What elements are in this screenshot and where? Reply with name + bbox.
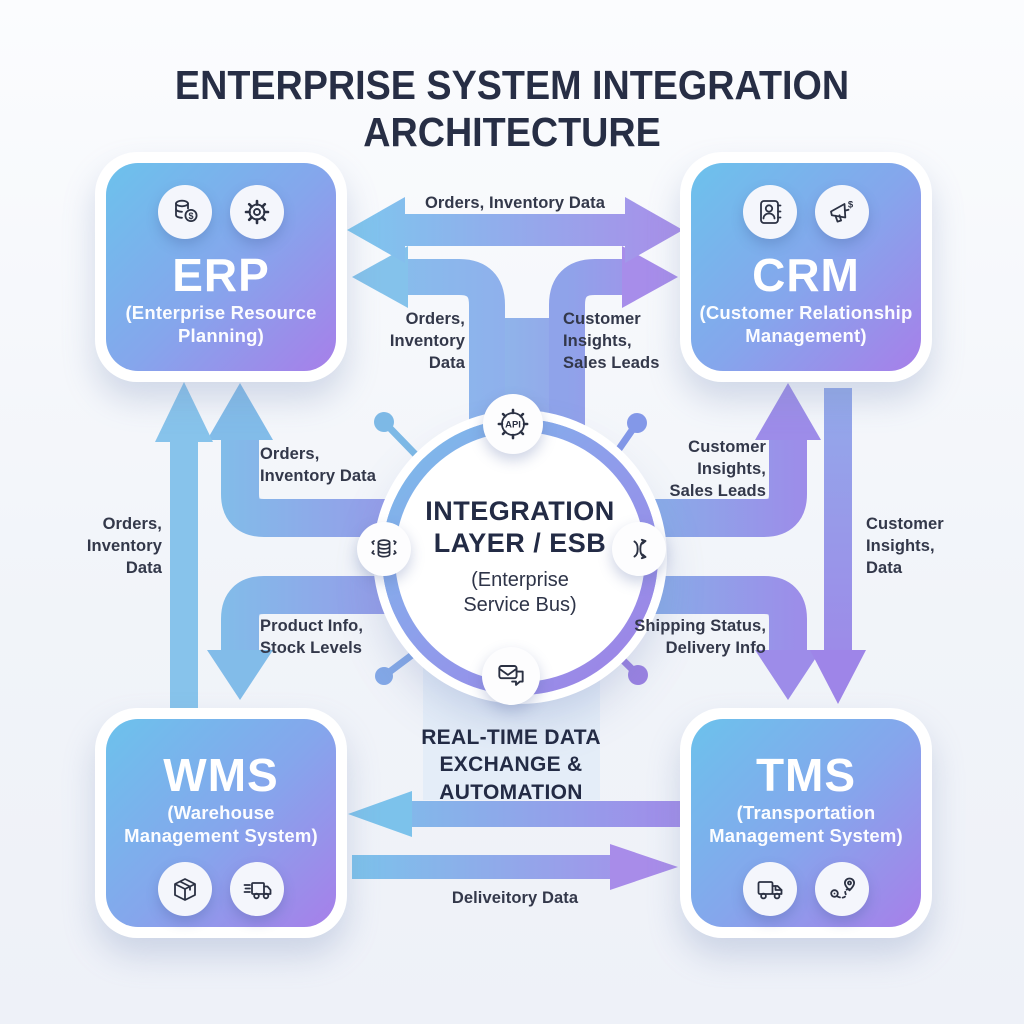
flow-label-top: Orders, Inventory Data xyxy=(424,194,606,212)
erp-abbr: ERP xyxy=(172,249,270,301)
tms-box-inner: TMS (Transportation Management System) xyxy=(691,719,921,927)
mail-chat-icon xyxy=(482,647,540,705)
arrow-erp-crm xyxy=(347,197,683,263)
flow-label-bottom: Deliveitory Data xyxy=(451,889,579,907)
realtime-banner: REAL-TIME DATA EXCHANGE & AUTOMATION xyxy=(421,726,601,804)
truck-icon xyxy=(743,862,797,917)
crm-abbr: CRM xyxy=(752,249,860,301)
flow-label-mid-right-lower: Shipping Status, Delivery Info xyxy=(634,617,766,657)
page-title: ENTERPRISE SYSTEM INTEGRATION ARCHITECTU… xyxy=(174,62,850,155)
flow-label-top-right: Customer Insights, Sales Leads xyxy=(563,310,660,372)
database-sync-icon xyxy=(357,522,411,576)
arrow-hub-to-crm xyxy=(549,246,678,450)
integration-hub: INTEGRATION LAYER / ESB (Enterprise Serv… xyxy=(382,419,658,695)
api-label: API xyxy=(505,420,521,431)
arrow-hub-left-down xyxy=(207,576,435,700)
erp-box: $ ERP (Enterprise Resource Planning) xyxy=(95,152,347,382)
flow-label-mid-right-upper: Customer Insights, Sales Leads xyxy=(669,438,766,500)
route-pins-icon xyxy=(815,862,869,917)
arrow-hub-right-down xyxy=(605,576,821,700)
arrow-tms-to-wms xyxy=(348,791,690,837)
package-icon xyxy=(158,862,212,917)
dollar-glyph: $ xyxy=(848,200,854,211)
arrow-hub-left-up xyxy=(207,383,435,537)
crm-icon-row: $ xyxy=(743,185,869,239)
megaphone-dollar-icon: $ xyxy=(815,185,869,239)
flow-label-mid-left-upper: Orders, Inventory Data xyxy=(260,445,377,485)
wms-box-inner: WMS (Warehouse Management System) xyxy=(106,719,336,927)
delivery-truck-icon xyxy=(230,862,284,917)
crm-fullname: (Customer Relationship Management) xyxy=(699,302,913,346)
hub-title: INTEGRATION LAYER / ESB xyxy=(425,496,615,558)
arrow-wms-to-tms xyxy=(352,844,678,890)
wms-fullname: (Warehouse Management System) xyxy=(124,802,318,846)
arrow-crm-to-tms xyxy=(810,388,866,704)
arrow-hub-to-erp xyxy=(352,246,505,450)
wms-icon-row xyxy=(158,862,284,917)
erp-box-inner: $ ERP (Enterprise Resource Planning) xyxy=(106,163,336,371)
flow-label-far-left: Orders, Inventory Data xyxy=(86,515,162,577)
wms-box: WMS (Warehouse Management System) xyxy=(95,708,347,938)
shuffle-arrows-icon xyxy=(612,522,666,576)
hub-subtitle: (Enterprise Service Bus) xyxy=(463,568,577,616)
erp-fullname: (Enterprise Resource Planning) xyxy=(125,302,317,346)
coins-dollar-icon: $ xyxy=(158,185,212,239)
erp-icon-row: $ xyxy=(158,185,284,239)
crm-box: $ CRM (Customer Relationship Management) xyxy=(680,152,932,382)
gear-icon xyxy=(230,185,284,239)
crm-box-inner: $ CRM (Customer Relationship Management) xyxy=(691,163,921,371)
tms-fullname: (Transportation Management System) xyxy=(709,802,903,846)
flow-label-far-right: Customer Insights, Data xyxy=(866,515,944,577)
flow-label-mid-left-lower: Product Info, Stock Levels xyxy=(260,617,364,657)
wms-abbr: WMS xyxy=(163,749,279,801)
api-gear-icon: API xyxy=(483,394,543,454)
tms-abbr: TMS xyxy=(755,749,857,801)
tms-box: TMS (Transportation Management System) xyxy=(680,708,932,938)
contact-book-icon xyxy=(743,185,797,239)
dollar-glyph: $ xyxy=(188,211,193,221)
arrow-wms-to-erp xyxy=(155,382,213,712)
flow-label-top-left: Orders, Inventory Data xyxy=(389,310,465,372)
tms-icon-row xyxy=(743,862,869,917)
arrow-hub-right-up xyxy=(605,383,821,537)
